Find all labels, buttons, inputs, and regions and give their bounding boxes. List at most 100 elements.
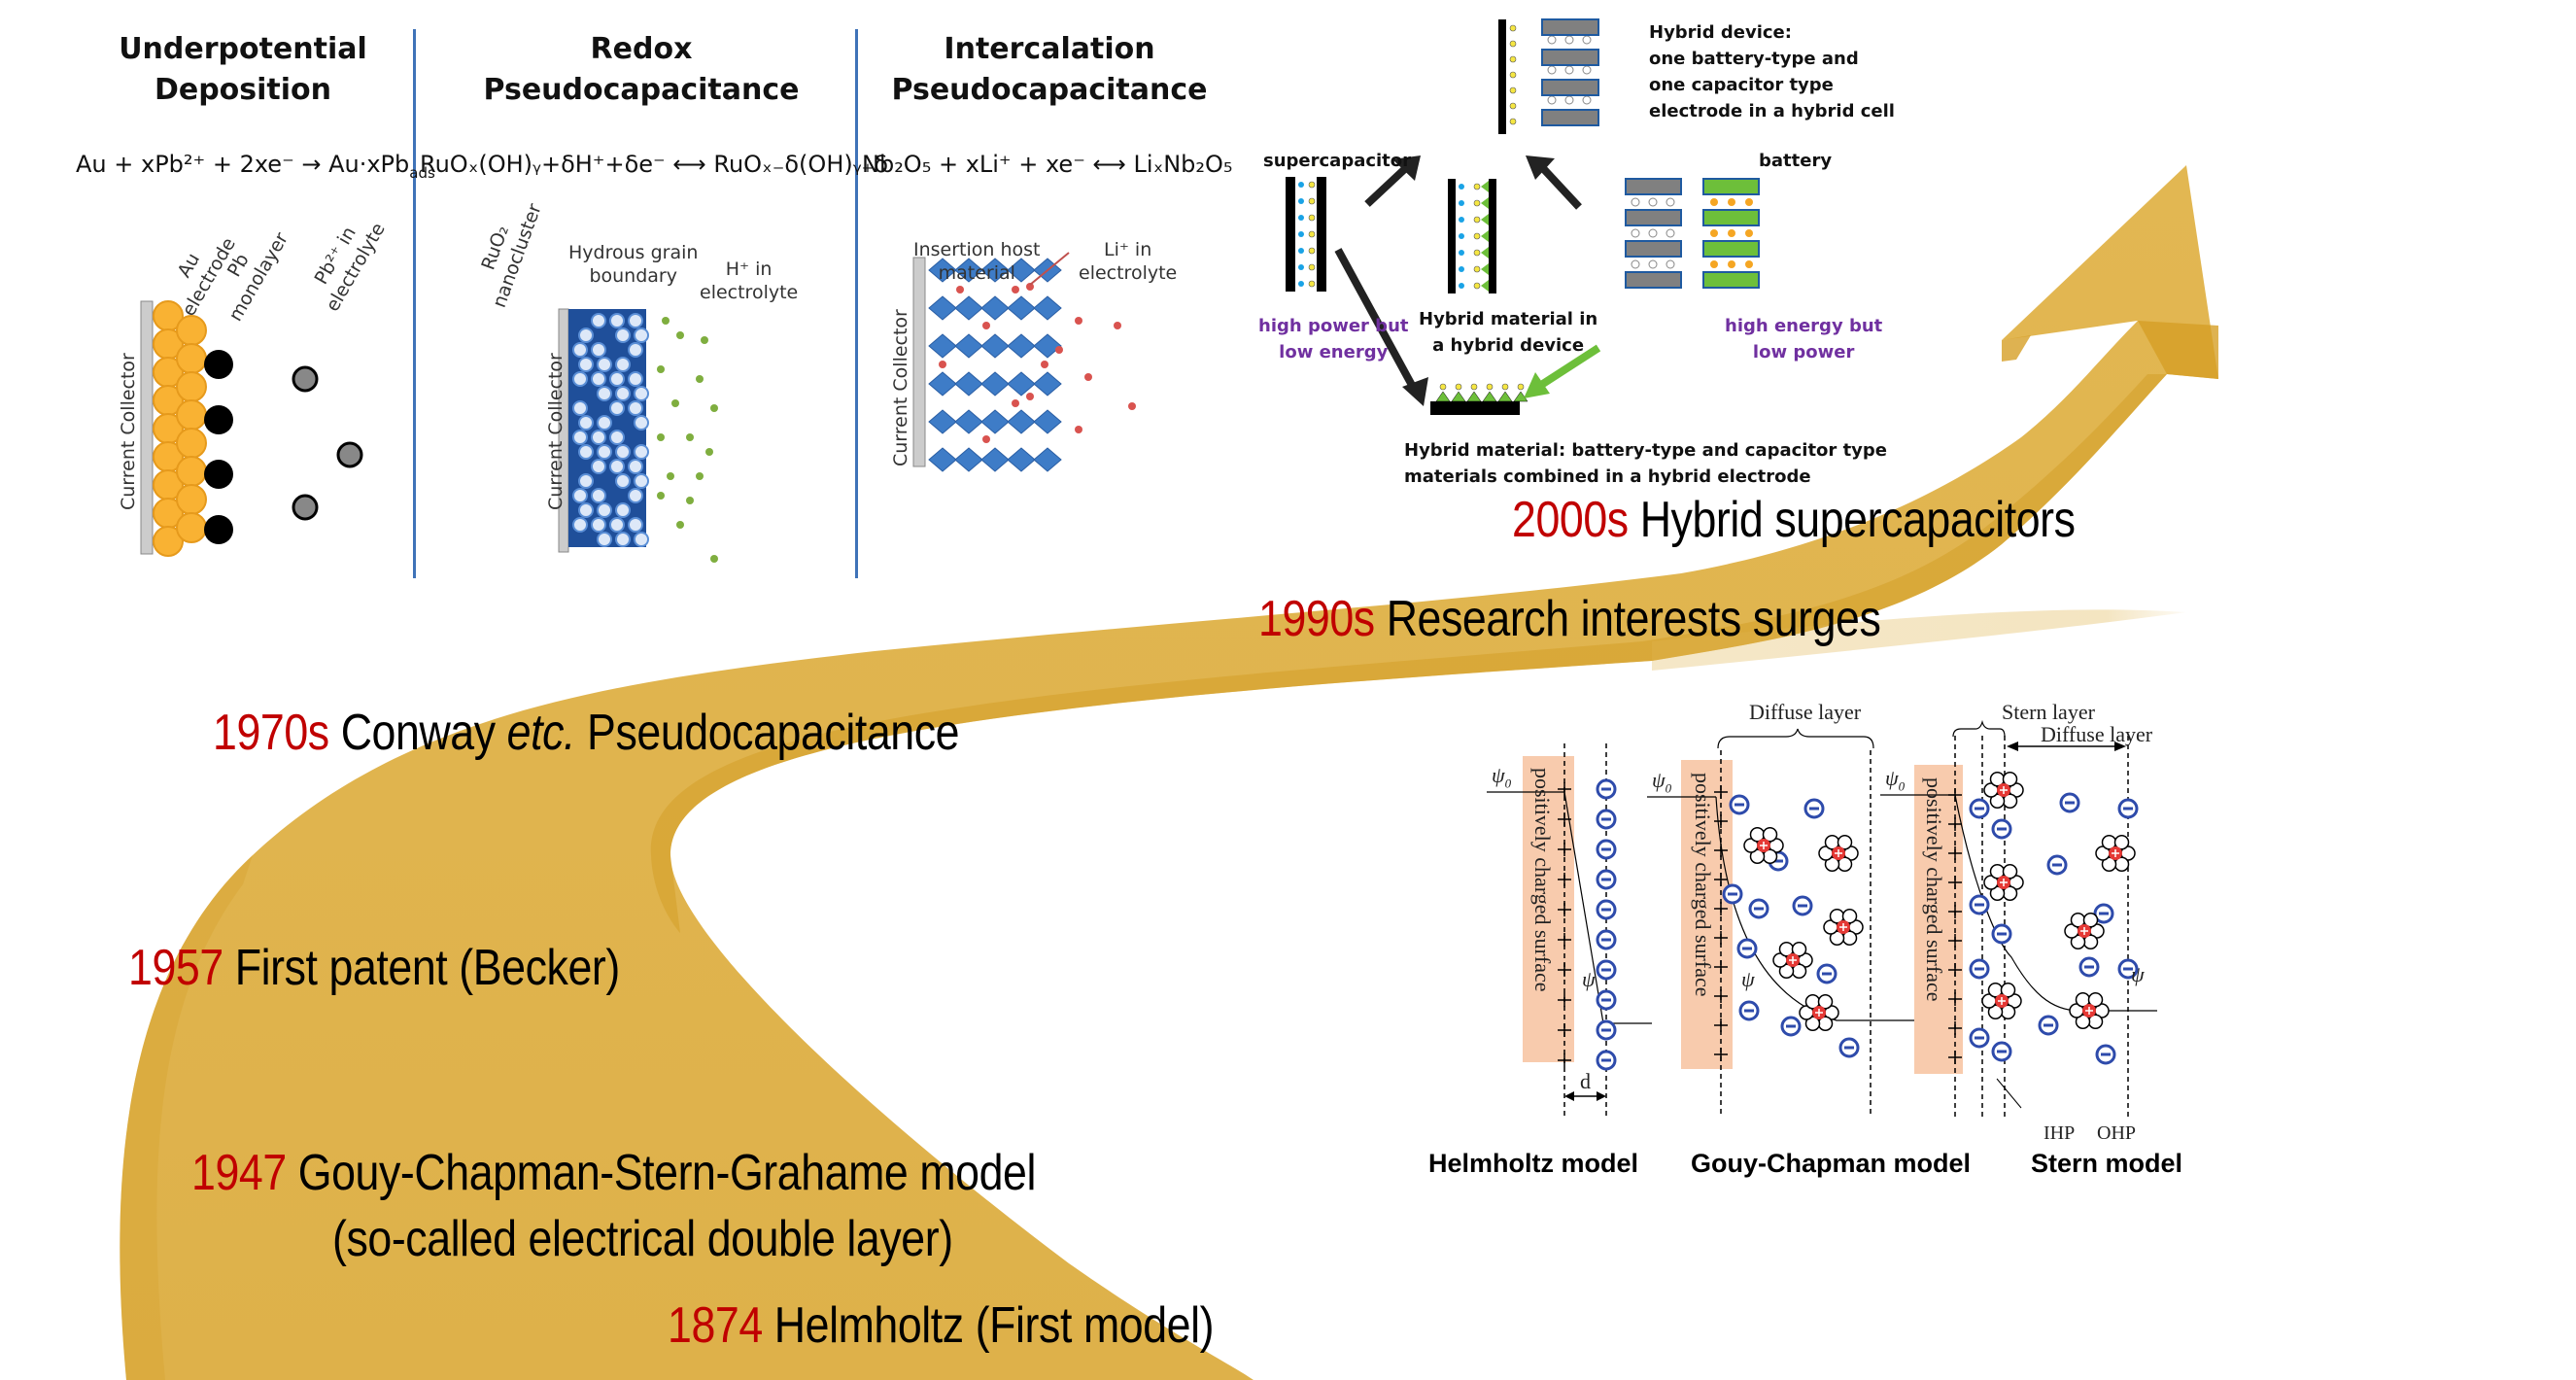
- current-collector: [140, 300, 154, 555]
- ruo2-grain: [628, 313, 643, 328]
- lithium-ion: [1745, 260, 1753, 268]
- upd-title: Underpotential Deposition: [119, 32, 367, 107]
- vacancy: [1648, 228, 1658, 238]
- lithium-ion: [1728, 198, 1735, 206]
- ruo2-grain: [578, 502, 594, 518]
- ion-dot: [1509, 24, 1517, 32]
- solvent-molecule: [2070, 934, 2086, 950]
- milestone-text-italic: etc.: [506, 705, 576, 761]
- positive-charge: [1558, 1053, 1571, 1067]
- host-lattice-site: [1033, 333, 1062, 359]
- h-ion: [662, 317, 670, 325]
- h-ion: [671, 399, 679, 407]
- li-ion: [1012, 399, 1019, 407]
- vacancy: [1666, 197, 1675, 207]
- battery-material: [1497, 391, 1513, 402]
- arrow-head-ledge-right: [2138, 321, 2218, 379]
- ruo2-grain: [628, 517, 643, 533]
- vacancy: [1564, 35, 1574, 45]
- h-ion: [705, 448, 713, 456]
- battery-plate: [1625, 271, 1682, 289]
- ruo2-grain: [609, 517, 625, 533]
- milestone-2000s: 2000s Hybrid supercapacitors: [1512, 491, 2076, 549]
- positive-charge: [1558, 873, 1571, 886]
- host-lattice-site: [980, 258, 1010, 283]
- milestone-text: Pseudocapacitance: [575, 705, 960, 761]
- vacancy: [1666, 228, 1675, 238]
- current-collector: [912, 257, 926, 467]
- hybrid-material-device-label: Hybrid material in a hybrid device: [1419, 309, 1598, 356]
- ihp-label: IHP: [2044, 1122, 2076, 1144]
- solvent-molecule: [1778, 963, 1795, 980]
- ion-dot: [1298, 248, 1304, 254]
- vacancy: [1648, 197, 1658, 207]
- intercalation-title: Intercalation Pseudocapacitance: [891, 32, 1208, 107]
- helmholtz-psi0: ψ0: [1492, 763, 1511, 791]
- ruo2-grain: [591, 313, 606, 328]
- ion-dot: [1308, 181, 1316, 189]
- ion-dot: [1455, 383, 1462, 391]
- ruo2-grain: [572, 342, 588, 358]
- au-atom: [176, 512, 207, 543]
- edl-diagram: [1487, 719, 2157, 1118]
- battery-material: [1451, 391, 1466, 402]
- ruo2-grain: [597, 502, 612, 518]
- milestone-text: Helmholtz (First model): [762, 1297, 1215, 1354]
- vacancy: [1666, 259, 1675, 269]
- redox-grain-label: Hydrous grain boundary: [568, 242, 699, 287]
- li-ion: [1026, 393, 1034, 400]
- ruo2-grain: [609, 313, 625, 328]
- hybrid-material-electrode-label: Hybrid material: battery-type and capaci…: [1404, 440, 1887, 487]
- ruo2-grain: [597, 386, 612, 401]
- ruo2-grain: [615, 502, 631, 518]
- gc-diffuse-label: Diffuse layer: [1749, 700, 1862, 724]
- stern-diffuse-label: Diffuse layer: [2041, 722, 2153, 746]
- vacancy: [1631, 197, 1640, 207]
- milestone-1970s: 1970s Conway etc. Pseudocapacitance: [213, 704, 960, 762]
- vacancy: [1631, 259, 1640, 269]
- hybrid-figure: Hybrid device: one battery-type and one …: [1244, 0, 1924, 496]
- battery-plate: [1541, 79, 1599, 96]
- ion-dot: [1298, 264, 1304, 270]
- gc-psi0: ψ0: [1652, 768, 1671, 796]
- intercalation-li-label: Li⁺ in electrolyte: [1079, 239, 1178, 284]
- battery-plate-charged: [1702, 209, 1760, 226]
- hybrid-device-label: Hybrid device: one battery-type and one …: [1649, 22, 1895, 121]
- h-ion: [710, 404, 718, 412]
- ruo2-grain: [609, 430, 625, 445]
- ruo2-grain: [628, 400, 643, 416]
- battery-label: battery: [1759, 151, 1833, 171]
- intercalation-diagram: [912, 252, 1136, 472]
- ruo2-grain: [615, 444, 631, 460]
- arrow-swoosh: [1652, 609, 2186, 671]
- vacancy: [1547, 65, 1557, 75]
- lithium-ion: [1745, 198, 1753, 206]
- lithium-ion: [1728, 229, 1735, 237]
- ruo2-grain: [578, 328, 594, 343]
- arrow-left-shade: [120, 855, 254, 1380]
- helmholtz-model-caption: Helmholtz model: [1428, 1149, 1639, 1178]
- arrow-head-ledge: [2002, 335, 2031, 362]
- ruo2-grain: [609, 400, 625, 416]
- h-ion: [667, 472, 674, 480]
- panel-divider: [855, 29, 858, 578]
- battery-material: [1481, 263, 1489, 275]
- ruo2-grain: [609, 459, 625, 474]
- battery-material: [1482, 391, 1497, 402]
- li-ion: [1114, 322, 1121, 329]
- solvent-molecule: [2075, 1014, 2091, 1030]
- li-ion: [956, 286, 964, 293]
- redox-title: Redox Pseudocapacitance: [483, 32, 800, 107]
- positive-charge: [1714, 785, 1728, 799]
- stern-brace: [1952, 719, 2006, 738]
- solvent-molecule: [2113, 834, 2130, 850]
- solvent-molecule: [1791, 941, 1807, 957]
- battery-material: [1481, 230, 1489, 242]
- solvent-molecule: [1837, 834, 1853, 850]
- positive-charge: [1948, 817, 1962, 831]
- stern-model-caption: Stern model: [2031, 1149, 2183, 1178]
- milestone-year: 2000s: [1512, 492, 1629, 548]
- ruo2-grain: [628, 488, 643, 503]
- ruo2-grain: [572, 488, 588, 503]
- li-pointer: [1029, 252, 1070, 286]
